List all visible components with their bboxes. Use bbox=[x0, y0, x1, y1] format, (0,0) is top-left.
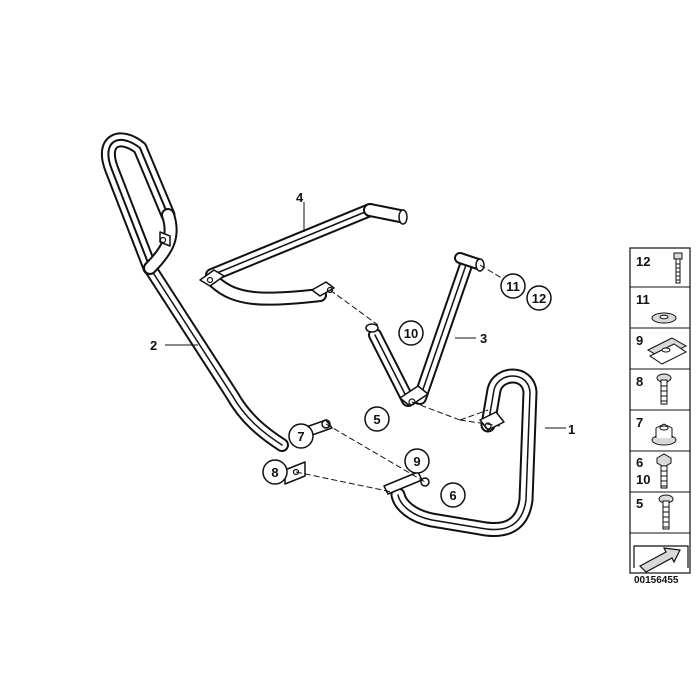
legend-num-10: 10 bbox=[636, 472, 650, 487]
svg-text:6: 6 bbox=[449, 488, 456, 503]
crash-bar-right bbox=[383, 368, 538, 538]
callout-11: 11 bbox=[500, 273, 526, 299]
callout-9: 9 bbox=[404, 448, 430, 474]
screw-icon bbox=[658, 494, 674, 530]
callout-7: 7 bbox=[288, 423, 314, 449]
bolt-icon bbox=[656, 373, 672, 405]
long-screw-icon bbox=[673, 252, 683, 284]
callout-12: 12 bbox=[526, 285, 552, 311]
svg-text:10: 10 bbox=[404, 326, 418, 341]
legend-num-7: 7 bbox=[636, 415, 643, 430]
legend-num-11: 11 bbox=[636, 292, 650, 307]
svg-text:11: 11 bbox=[506, 279, 520, 294]
upper-brace bbox=[199, 203, 408, 306]
hex-bolt-icon bbox=[656, 453, 672, 489]
mounting-lines bbox=[295, 264, 506, 493]
svg-text:12: 12 bbox=[532, 291, 546, 306]
clip-nut-icon bbox=[646, 337, 688, 365]
svg-text:9: 9 bbox=[413, 454, 420, 469]
svg-text:7: 7 bbox=[297, 429, 304, 444]
legend-num-12: 12 bbox=[636, 254, 650, 269]
leader-lines bbox=[165, 202, 566, 429]
label-4: 4 bbox=[296, 190, 304, 205]
callout-5: 5 bbox=[364, 406, 390, 432]
legend-num-8: 8 bbox=[636, 374, 643, 389]
legend-num-9: 9 bbox=[636, 333, 643, 348]
label-1: 1 bbox=[568, 422, 575, 437]
callout-6: 6 bbox=[440, 482, 466, 508]
flange-nut-icon bbox=[651, 423, 677, 446]
part-number: 00156455 bbox=[634, 575, 679, 586]
v-brace bbox=[365, 252, 485, 407]
arrow-icon bbox=[633, 545, 689, 573]
svg-text:8: 8 bbox=[271, 465, 278, 480]
label-3: 3 bbox=[480, 331, 487, 346]
washer-icon bbox=[651, 312, 677, 324]
legend-num-6: 6 bbox=[636, 455, 643, 470]
callout-8: 8 bbox=[262, 459, 288, 485]
legend-num-5: 5 bbox=[636, 496, 643, 511]
label-2: 2 bbox=[150, 338, 157, 353]
svg-text:5: 5 bbox=[373, 412, 380, 427]
callout-10: 10 bbox=[398, 320, 424, 346]
legend-panel: 12 11 9 8 7 bbox=[629, 247, 691, 574]
